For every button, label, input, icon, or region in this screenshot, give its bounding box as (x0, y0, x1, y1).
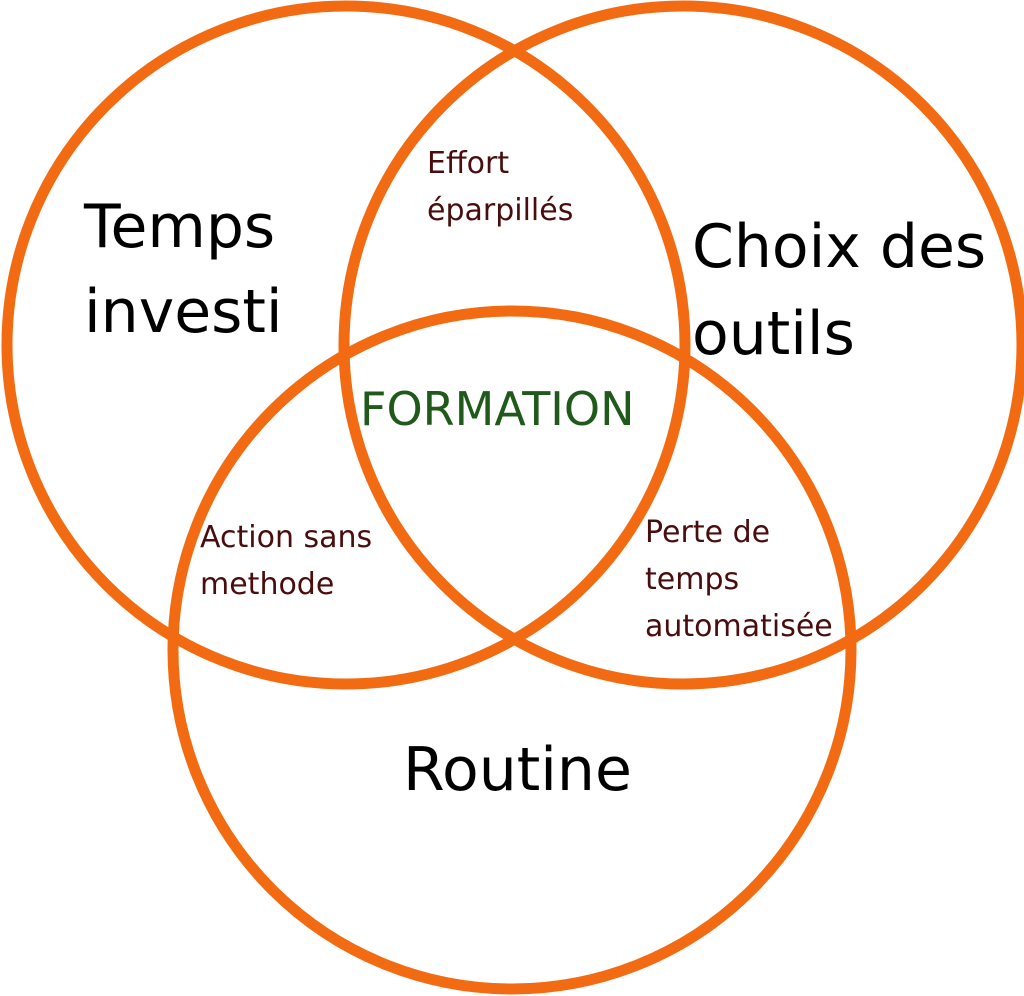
label-choix-des: Choix des (692, 212, 986, 282)
label-formation: FORMATION (360, 382, 635, 436)
label-routine: Routine (403, 735, 632, 805)
label-temps-small: temps (645, 562, 739, 597)
label-outils: outils (692, 299, 855, 369)
label-investi: investi (84, 277, 283, 347)
label-methode: methode (200, 567, 334, 602)
label-eparpilles: éparpillés (427, 193, 573, 228)
circle-choix-des-outils (338, 0, 1024, 690)
label-perte-de: Perte de (645, 515, 770, 550)
label-automatisee: automatisée (645, 609, 833, 644)
label-action-sans: Action sans (200, 520, 372, 555)
label-effort: Effort (427, 146, 509, 181)
circle-routine (167, 305, 857, 995)
circle-temps-investi (1, 0, 691, 690)
label-temps: Temps (83, 192, 275, 262)
